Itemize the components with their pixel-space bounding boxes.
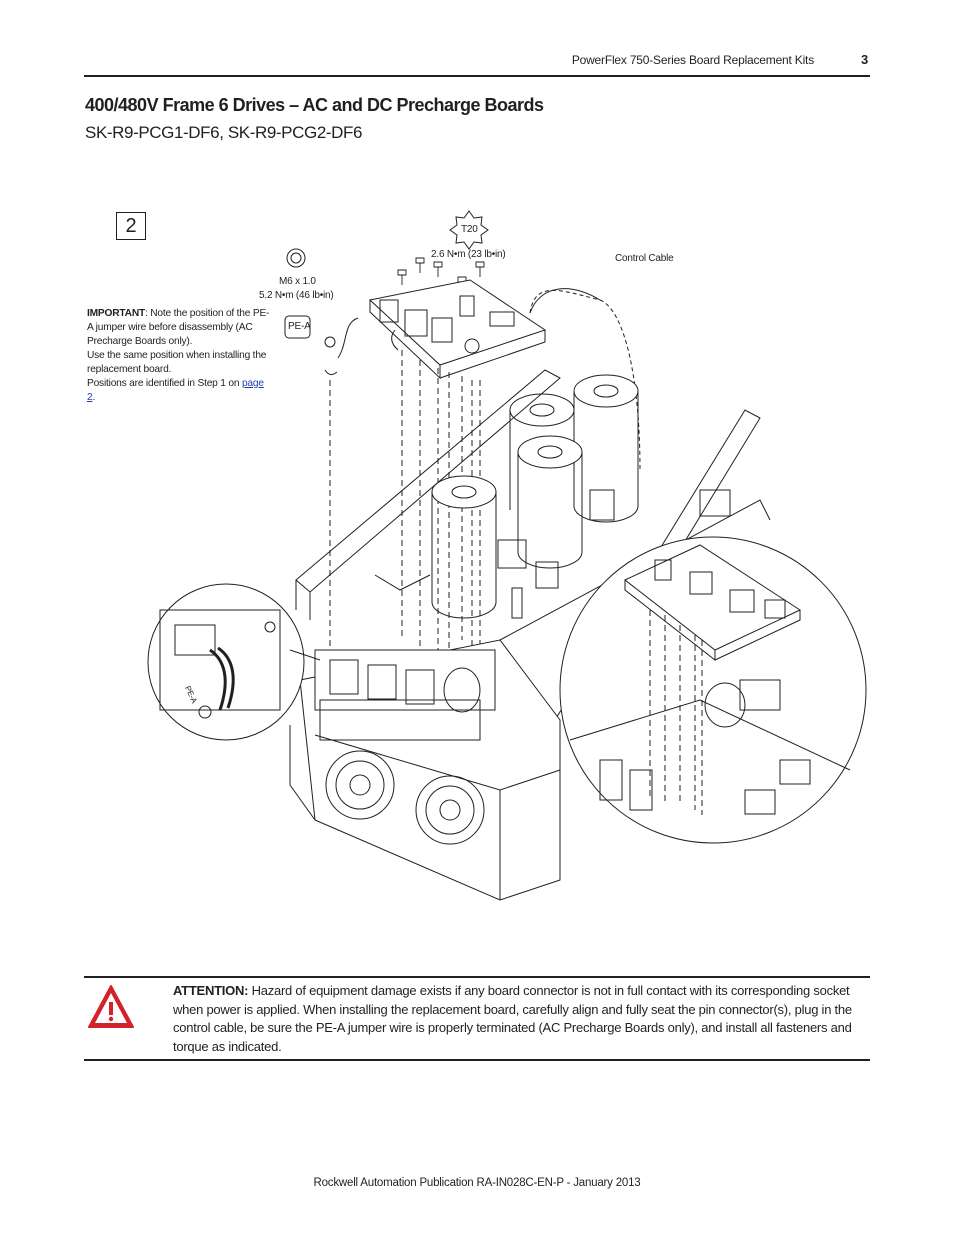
important-end: . (92, 392, 96, 403)
alignment-lines (329, 350, 481, 690)
page-2-link[interactable]: page 2 (87, 378, 264, 403)
t20-label: T20 (461, 224, 478, 235)
capacitors (431, 374, 639, 619)
control-cable (529, 289, 641, 471)
important-text: : Note the position of the PE-A jumper w… (87, 308, 270, 347)
attention-label: ATTENTION: (173, 983, 249, 998)
pe-a-tag-box (284, 315, 311, 339)
page-number: 3 (861, 52, 869, 67)
important-label: IMPORTANT (87, 308, 145, 319)
hex-nut-icon (286, 248, 306, 268)
important-text-2: Use the same position when installing th… (87, 350, 267, 375)
attention-rule-top (84, 976, 870, 978)
attention-body: Hazard of equipment damage exists if any… (173, 983, 852, 1054)
pe-a-jumper-wire (324, 317, 359, 376)
board-detail-circle (559, 536, 867, 844)
exploded-view-illustration (147, 210, 867, 901)
header-rule (84, 75, 870, 77)
torx-t20-icon (449, 210, 489, 250)
running-title: PowerFlex 750-Series Board Replacement K… (571, 53, 814, 67)
step-number-box: 2 (116, 212, 146, 240)
nut-size-label: M6 x 1.0 (279, 276, 316, 287)
control-cable-label: Control Cable (615, 253, 674, 264)
publication-footer: Rockwell Automation Publication RA-IN028… (313, 1177, 641, 1189)
important-note: IMPORTANT: Note the position of the PE-A… (87, 307, 272, 405)
section-title: 400/480V Frame 6 Drives – AC and DC Prec… (85, 95, 544, 115)
pe-a-tag-label: PE-A (288, 321, 311, 332)
attention-text: ATTENTION: Hazard of equipment damage ex… (173, 982, 863, 1056)
warning-triangle-icon (88, 985, 134, 1028)
precharge-board (368, 279, 547, 380)
drive-chassis (289, 639, 561, 901)
important-text-3: Positions are identified in Step 1 on (87, 378, 242, 389)
attention-rule-bottom (84, 1059, 870, 1061)
screw-torque-label: 2.6 N•m (23 lb•in) (431, 249, 506, 260)
frame-components (497, 489, 731, 619)
nut-torque-label: 5.2 N•m (46 lb•in) (259, 290, 334, 301)
section-subtitle: SK-R9-PCG1-DF6, SK-R9-PCG2-DF6 (85, 123, 363, 142)
pe-a-detail-circle (147, 583, 321, 741)
